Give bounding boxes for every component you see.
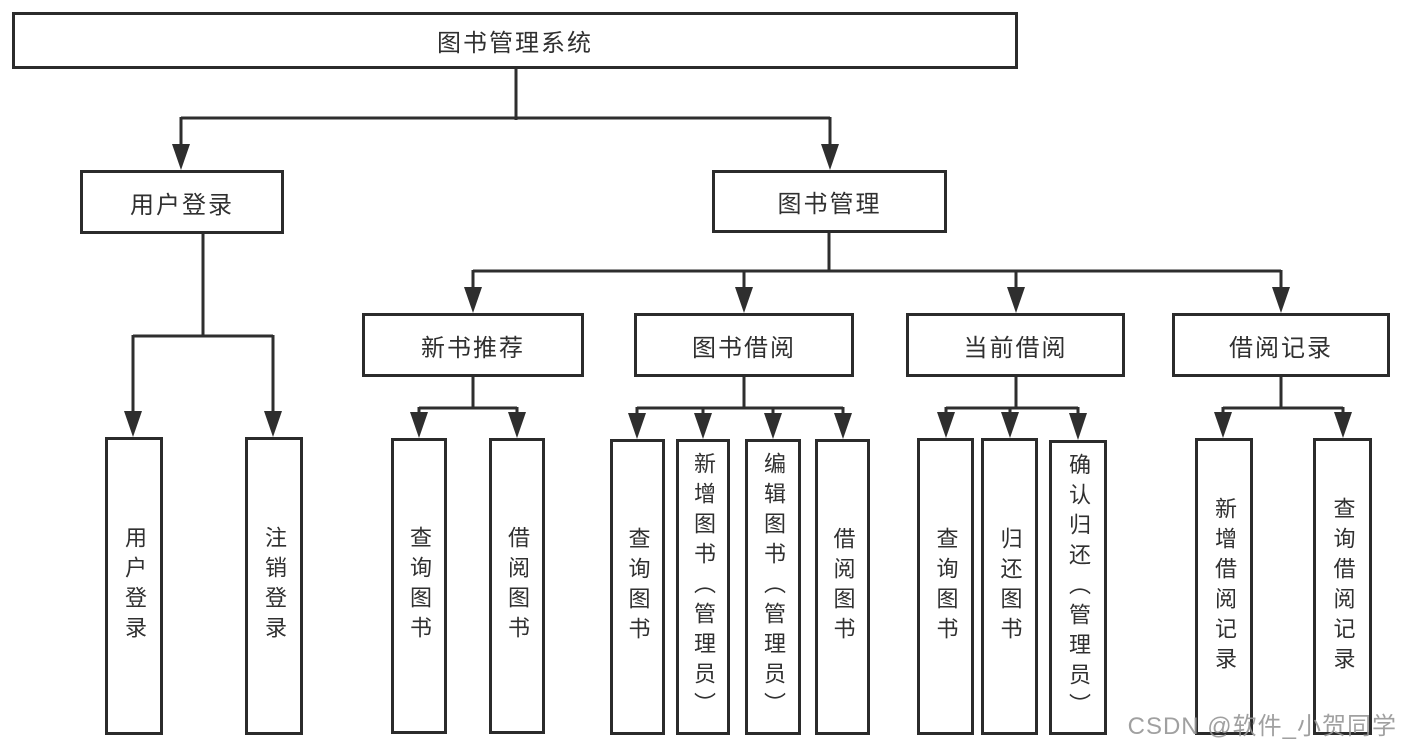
connector-current-borrow-to-leaves (937, 376, 1087, 440)
leaf-query-books-current: 查询图书 (917, 438, 974, 735)
node-user-login: 用户登录 (80, 170, 284, 234)
node-borrow-records: 借阅记录 (1172, 313, 1390, 377)
node-book-borrow: 图书借阅 (634, 313, 854, 377)
connector-book-borrow-to-leaves (628, 376, 852, 439)
connector-new-book-to-leaves (410, 376, 526, 438)
node-new-book-recommend: 新书推荐 (362, 313, 584, 377)
connector-book-management-to-level3 (464, 232, 1290, 313)
node-root: 图书管理系统 (12, 12, 1018, 69)
node-current-borrow: 当前借阅 (906, 313, 1125, 377)
leaf-return-books: 归还图书 (981, 438, 1038, 735)
connector-root-to-level2 (172, 68, 839, 170)
leaf-query-borrow-record: 查询借阅记录 (1313, 438, 1372, 735)
watermark: CSDN @软件_小贺同学 (1127, 713, 1397, 740)
leaf-edit-books-admin: 编辑图书（管理员） (745, 439, 801, 735)
connector-borrow-records-to-leaves (1214, 376, 1352, 438)
leaf-add-books-admin: 新增图书（管理员） (676, 439, 730, 735)
leaf-borrow-books: 借阅图书 (815, 439, 870, 735)
node-book-management: 图书管理 (712, 170, 947, 233)
leaf-query-books-recommend: 查询图书 (391, 438, 447, 734)
leaf-borrow-books-recommend: 借阅图书 (489, 438, 545, 734)
connector-user-login-to-leaves (124, 233, 282, 437)
leaf-user-login: 用户登录 (105, 437, 163, 735)
leaf-logout: 注销登录 (245, 437, 303, 735)
leaf-confirm-return-admin: 确认归还（管理员） (1049, 440, 1107, 735)
leaf-add-borrow-record: 新增借阅记录 (1195, 438, 1253, 735)
leaf-query-books-borrow: 查询图书 (610, 439, 665, 735)
